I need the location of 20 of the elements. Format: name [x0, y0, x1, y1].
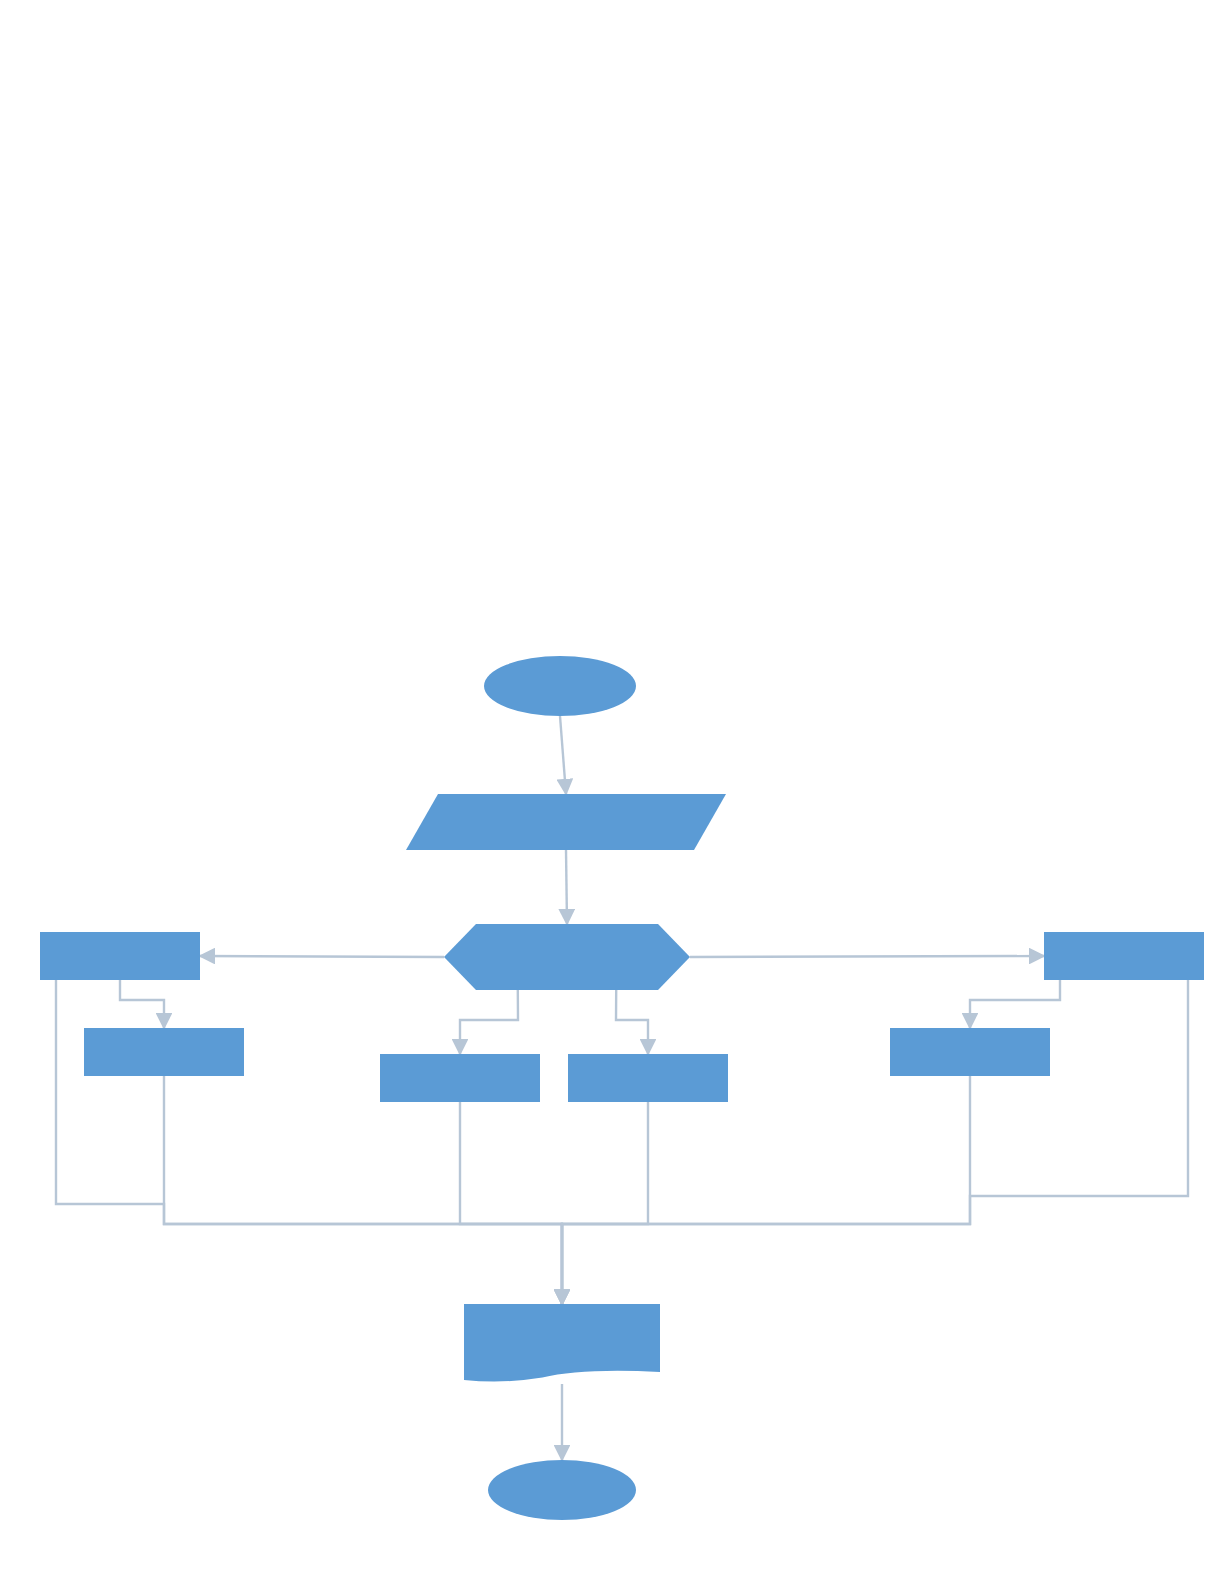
terminal-oval	[484, 656, 636, 716]
arrow	[614, 990, 657, 1056]
document-shape	[464, 1304, 660, 1384]
process-box	[890, 1028, 1050, 1076]
arrow	[556, 715, 574, 796]
process-box	[568, 1054, 728, 1102]
terminal-oval	[488, 1460, 636, 1520]
arrow	[198, 947, 444, 965]
process-box	[1044, 932, 1204, 980]
process-box	[380, 1054, 540, 1102]
process-box	[84, 1028, 244, 1076]
arrow	[118, 980, 173, 1030]
arrow	[961, 980, 1062, 1030]
arrow	[558, 850, 576, 926]
arrow	[553, 1384, 571, 1462]
process-box	[40, 932, 200, 980]
decision-hexagon	[444, 924, 690, 990]
input-parallelogram	[406, 794, 726, 850]
arrow	[690, 947, 1046, 965]
arrow	[451, 990, 520, 1056]
